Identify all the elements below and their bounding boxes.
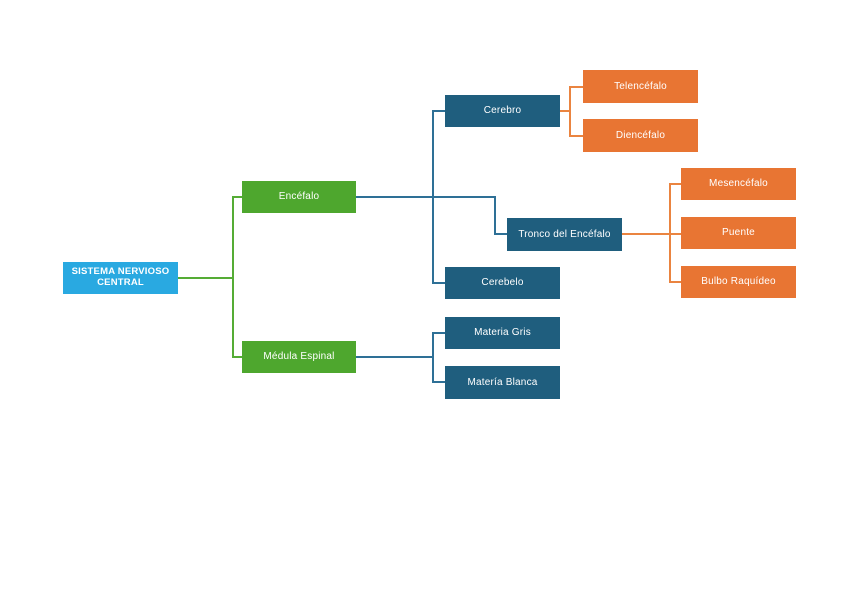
node-medula-espinal: Médula Espinal xyxy=(242,341,356,373)
connector-segment xyxy=(178,277,233,279)
node-materia-gris: Materia Gris xyxy=(445,317,560,349)
connector-segment xyxy=(232,356,242,358)
node-cerebelo: Cerebelo xyxy=(445,267,560,299)
connector-segment xyxy=(621,233,671,235)
connector-segment xyxy=(432,381,445,383)
connector-segment xyxy=(432,110,434,284)
connector-segment xyxy=(569,86,571,137)
node-puente: Puente xyxy=(681,217,796,249)
node-bulbo-raquideo: Bulbo Raquídeo xyxy=(681,266,796,298)
connector-segment xyxy=(560,110,571,112)
connector-segment xyxy=(432,332,434,383)
connector-segment xyxy=(569,135,583,137)
node-cerebro: Cerebro xyxy=(445,95,560,127)
node-telencefalo: Telencéfalo xyxy=(583,70,698,103)
connector-segment xyxy=(494,233,507,235)
node-sistema-nervioso-central: SISTEMA NERVIOSO CENTRAL xyxy=(63,262,178,294)
connector-segment xyxy=(494,196,496,235)
connector-segment xyxy=(432,332,445,334)
node-encefalo: Encéfalo xyxy=(242,181,356,213)
connector-segment xyxy=(669,233,681,235)
connector-segment xyxy=(356,196,496,198)
connector-segment xyxy=(232,196,242,198)
connector-segment xyxy=(432,282,445,284)
connector-segment xyxy=(356,356,433,358)
connector-segment xyxy=(569,86,583,88)
connector-segment xyxy=(669,183,681,185)
connector-segment xyxy=(669,281,681,283)
connector-segment xyxy=(432,110,445,112)
connector-segment xyxy=(232,196,234,358)
node-tronco-del-encefalo: Tronco del Encéfalo xyxy=(507,218,622,251)
node-materia-blanca: Matería Blanca xyxy=(445,366,560,399)
node-diencefalo: Diencéfalo xyxy=(583,119,698,152)
node-mesencefalo: Mesencéfalo xyxy=(681,168,796,200)
